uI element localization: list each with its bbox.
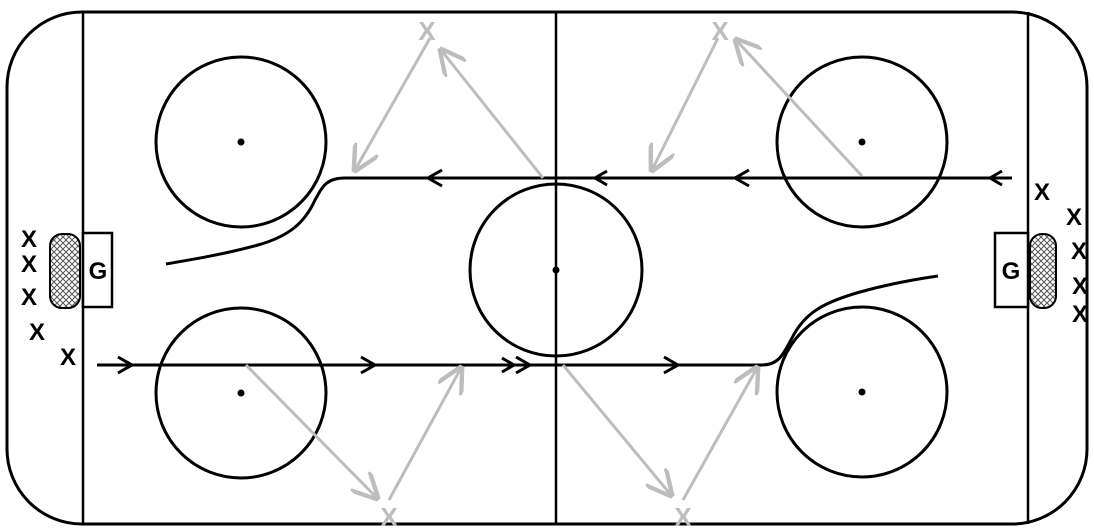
goalie-box-left <box>81 231 114 309</box>
player-x: X <box>1072 301 1088 328</box>
faceoff-dot-top-right <box>858 138 866 146</box>
player-x: X <box>674 502 692 529</box>
player-x: X <box>1072 273 1088 300</box>
player-x: X <box>380 502 398 529</box>
player-x: X <box>418 16 436 46</box>
player-x: X <box>1071 238 1087 265</box>
faceoff-circle-bottom-left <box>154 306 328 480</box>
goal-areas: G G <box>49 231 1057 309</box>
faceoff-circle-top-left <box>154 55 328 229</box>
rink-markings <box>5 10 1089 526</box>
player-x: X <box>21 226 37 253</box>
arrow-head-icon <box>117 168 1003 375</box>
center-dot <box>552 266 560 274</box>
player-x: X <box>60 344 76 371</box>
goalie-right: G <box>1002 258 1021 285</box>
player-x: X <box>21 251 37 278</box>
center-circle <box>468 182 644 358</box>
faceoff-dot-bottom-left <box>237 389 245 397</box>
faceoff-dot-top-left <box>237 138 245 146</box>
pass-lanes <box>244 38 864 500</box>
player-x: X <box>21 284 37 311</box>
goalie-box-right <box>993 231 1030 309</box>
faceoff-circle-top-right <box>775 55 949 229</box>
player-x: X <box>1034 179 1050 206</box>
player-x: X <box>711 16 729 46</box>
black-players: X X X X X X X X X X <box>21 179 1088 371</box>
top-skate-path <box>165 176 1012 266</box>
net-icon <box>49 233 81 309</box>
gray-players: X X X X <box>380 16 729 529</box>
bottom-skate-path <box>97 274 939 367</box>
faceoff-circle-bottom-right <box>775 305 949 479</box>
player-x: X <box>29 319 45 346</box>
faceoff-dot-bottom-right <box>858 388 866 396</box>
player-x: X <box>1066 204 1082 231</box>
goalie-left: G <box>89 258 108 285</box>
skating-paths <box>97 176 1012 367</box>
net-icon <box>1029 233 1057 309</box>
